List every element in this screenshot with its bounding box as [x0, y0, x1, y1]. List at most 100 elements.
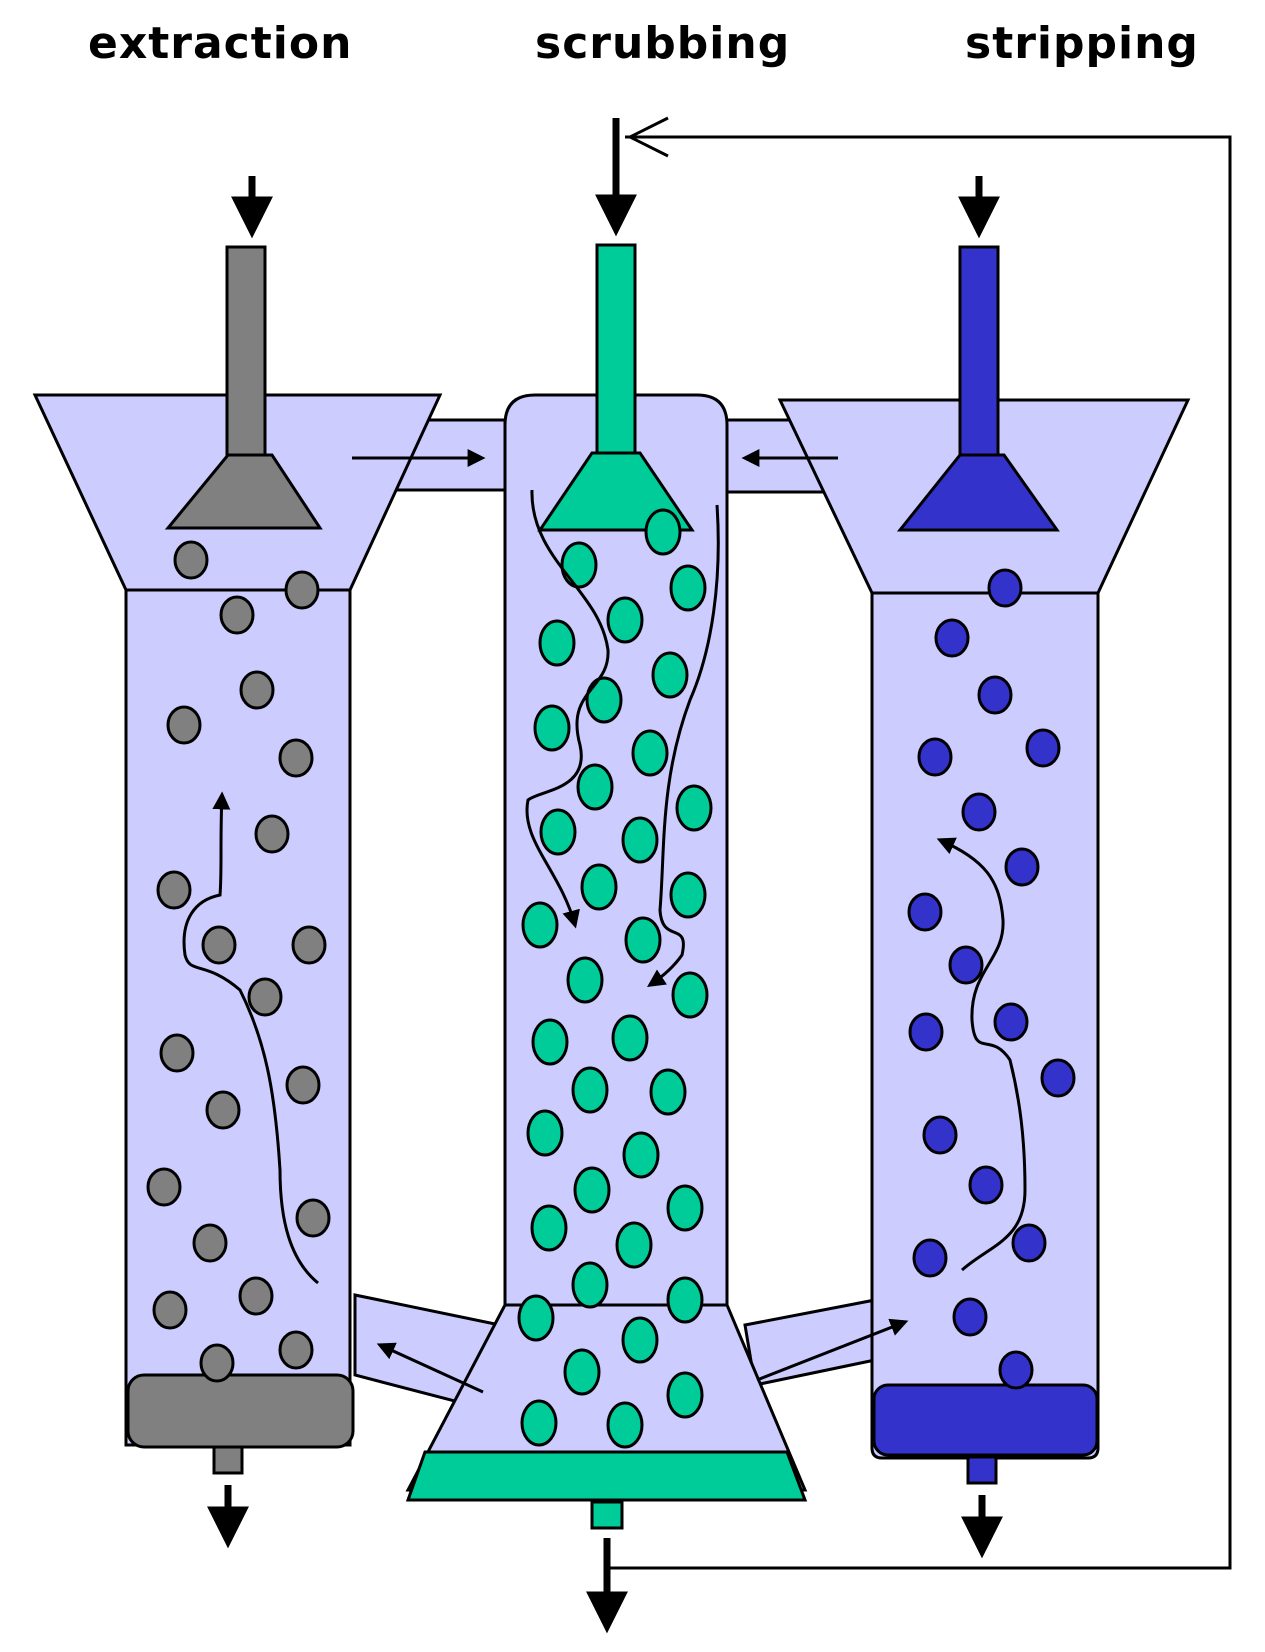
recycle-line	[607, 135, 1232, 1570]
stripping-droplet	[952, 1297, 988, 1337]
extraction-feed-pipe	[225, 245, 267, 459]
extraction-droplet	[219, 595, 255, 635]
scrubbing-droplet	[669, 564, 707, 612]
scrubbing-column-title: scrubbing	[535, 18, 791, 69]
scrubbing-droplet	[560, 541, 598, 589]
scrubbing-column-body	[405, 393, 808, 1492]
stripping-distributor	[896, 453, 1060, 532]
scrubbing-droplet	[606, 596, 644, 644]
scrubbing-droplet	[521, 901, 559, 949]
scrubbing-to-extraction-arrow	[376, 1342, 484, 1394]
scrubbing-droplet	[566, 956, 604, 1004]
extraction-outlet-pipe	[212, 1445, 244, 1475]
extraction-droplet	[199, 1343, 235, 1383]
stripping-droplets	[907, 568, 1076, 1390]
scrubbing-droplet	[585, 676, 623, 724]
stripping-column-body	[777, 398, 1191, 1460]
scrubbing-droplet	[520, 1399, 558, 1447]
extraction-droplet	[238, 1276, 274, 1316]
extraction-droplet	[201, 925, 237, 965]
extraction-droplets	[146, 540, 331, 1383]
extraction-droplet	[247, 977, 283, 1017]
scrubbing-droplet	[666, 1371, 704, 1419]
scrubbing-droplet	[669, 871, 707, 919]
extraction-distributor	[164, 453, 323, 530]
scrubbing-droplet	[526, 1109, 564, 1157]
stripping-droplet	[961, 792, 997, 832]
scrubbing-droplet	[571, 1066, 609, 1114]
scrubbing-droplet	[666, 1276, 704, 1324]
stripping-settled-phase	[872, 1383, 1099, 1457]
extraction-flow-path	[182, 791, 319, 1285]
scrubbing-droplets	[517, 508, 713, 1449]
extraction-settled-phase	[126, 1373, 355, 1449]
scrubbing-droplet	[539, 808, 577, 856]
extraction-droplet	[295, 1198, 331, 1238]
scrubbing-droplet	[580, 863, 618, 911]
extraction-droplet	[278, 1330, 314, 1370]
stripping-outlet-pipe	[966, 1455, 998, 1485]
scrubbing-to-stripping-arrow	[756, 1318, 909, 1382]
stripping-droplet	[968, 1165, 1004, 1205]
extraction-droplet	[278, 738, 314, 778]
scrubbing-droplet	[621, 816, 659, 864]
scrubbing-droplet	[530, 1204, 568, 1252]
extraction-droplet	[166, 705, 202, 745]
stripping-droplet	[1004, 847, 1040, 887]
extraction-column-body	[32, 393, 443, 1447]
stripping-droplet	[1025, 728, 1061, 768]
scrubbing-droplet	[644, 508, 682, 556]
extraction-droplet	[291, 925, 327, 965]
stripping-droplet	[907, 892, 943, 932]
extraction-droplet	[192, 1223, 228, 1263]
extraction-droplet	[156, 870, 192, 910]
stripping-droplet	[993, 1002, 1029, 1042]
scrubbing-droplet	[517, 1294, 555, 1342]
extraction-droplet	[254, 814, 290, 854]
scrubbing-flow-path-left	[525, 489, 610, 929]
scrubbing-droplet	[631, 729, 669, 777]
stripping-flow-path	[936, 837, 1027, 1272]
scrubbing-feed-pipe	[595, 243, 637, 457]
scrubbing-droplet	[651, 651, 689, 699]
scrubbing-column	[405, 243, 808, 1530]
scrubbing-droplet	[649, 1068, 687, 1116]
recycle-arrowhead	[626, 116, 669, 158]
stripping-droplet	[948, 945, 984, 985]
extraction-column-title: extraction	[88, 18, 353, 69]
scrubbing-droplet	[615, 1221, 653, 1269]
scrubbing-droplet	[621, 1316, 659, 1364]
extraction-droplet	[205, 1090, 241, 1130]
extraction-droplet	[146, 1167, 182, 1207]
scrubbing-droplet	[531, 1018, 569, 1066]
stripping-droplet	[917, 737, 953, 777]
extraction-droplet	[152, 1290, 188, 1330]
stripping-droplet	[912, 1238, 948, 1278]
stripping-column-title: stripping	[965, 18, 1199, 69]
scrubbing-droplet	[611, 1014, 649, 1062]
extraction-column	[32, 245, 443, 1475]
stripping-droplet	[998, 1350, 1034, 1390]
scrubbing-droplet	[622, 1131, 660, 1179]
extraction-droplet	[239, 670, 275, 710]
extraction-droplet	[173, 540, 209, 580]
scrubbing-outlet-pipe	[590, 1500, 624, 1530]
scrubbing-droplet	[533, 704, 571, 752]
scrubbing-droplet	[675, 784, 713, 832]
stripping-droplet	[1011, 1223, 1047, 1263]
stripping-droplet	[934, 618, 970, 658]
stripping-column	[777, 245, 1191, 1485]
stripping-droplet	[987, 568, 1023, 608]
scrubbing-droplet	[606, 1401, 644, 1449]
flow-arrows	[207, 116, 1232, 1634]
scrubbing-settled-phase	[405, 1450, 808, 1502]
scrubbing-droplet	[671, 971, 709, 1019]
stripping-droplet	[908, 1012, 944, 1052]
scrubbing-droplet	[538, 619, 576, 667]
stripping-droplet	[977, 675, 1013, 715]
stripping-feed-pipe	[958, 245, 1000, 459]
scrubbing-droplet	[576, 763, 614, 811]
scrubbing-droplet	[666, 1184, 704, 1232]
extraction-droplet	[284, 570, 320, 610]
